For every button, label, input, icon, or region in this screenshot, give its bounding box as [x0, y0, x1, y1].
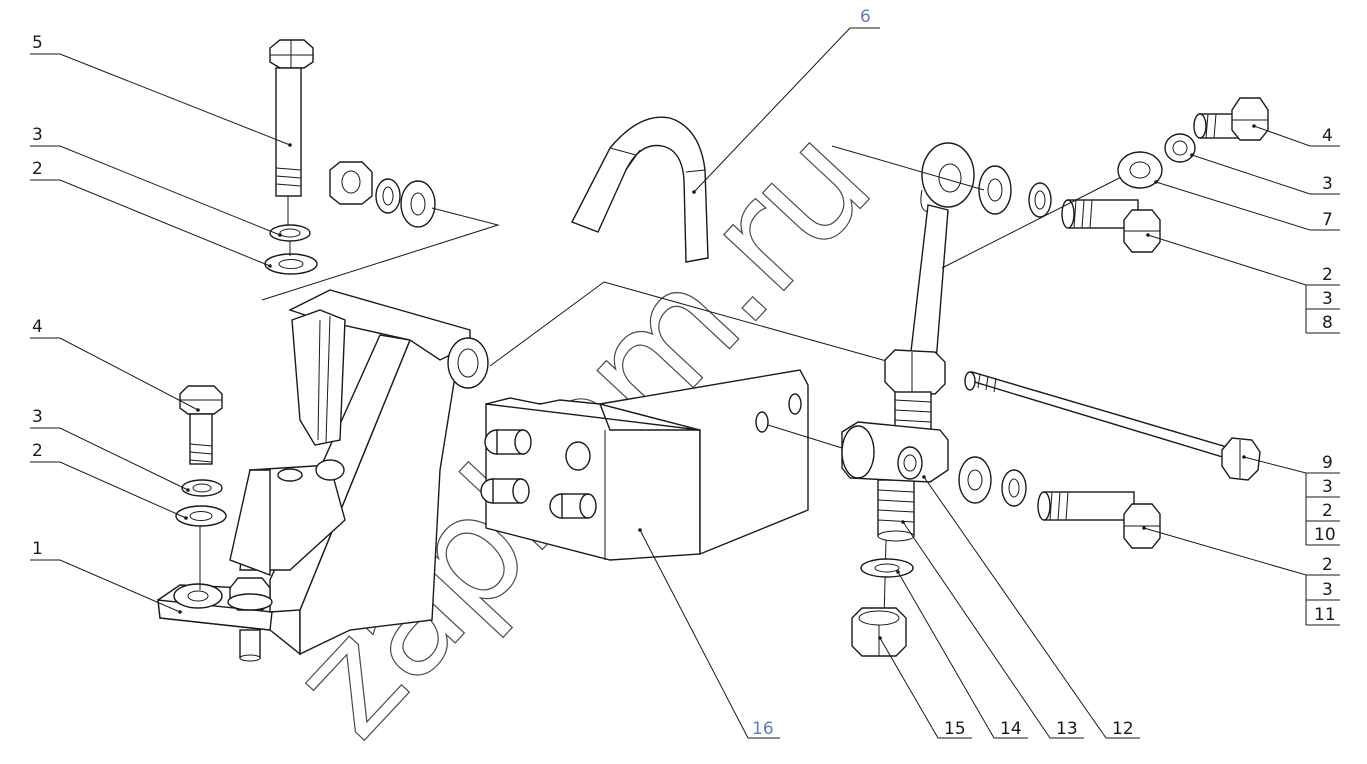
label-5: 5 — [32, 33, 43, 53]
label-15: 15 — [944, 719, 966, 739]
label-group2-3: 3 — [1322, 477, 1333, 497]
washer-7 — [1117, 151, 1163, 189]
callout-labels: 5 3 2 4 3 2 1 6 16 4 3 7 2 3 8 9 3 2 10 … — [32, 7, 1336, 739]
bolt-8 — [1061, 199, 1161, 253]
rod-eye-end — [909, 142, 975, 363]
u-strap-6 — [571, 116, 709, 263]
washer-14 — [860, 558, 914, 578]
label-4-left: 4 — [32, 317, 43, 337]
bolt-4-left — [179, 385, 223, 465]
lock-washer-3-top — [269, 224, 311, 242]
label-3-top: 3 — [32, 125, 43, 145]
leader-lines — [30, 27, 1340, 739]
washers-eye — [978, 165, 1052, 218]
washers-lower — [958, 456, 1027, 507]
nut-and-washers-top — [329, 161, 436, 228]
label-16: 16 — [752, 719, 774, 739]
label-group1-2: 2 — [1322, 265, 1333, 285]
bolt-11 — [1037, 491, 1161, 549]
lock-washer-3-right — [1164, 133, 1196, 163]
label-6: 6 — [860, 7, 871, 27]
label-group2-10: 10 — [1314, 525, 1336, 545]
label-group3-3: 3 — [1322, 580, 1333, 600]
nut-15 — [851, 607, 907, 657]
label-group3-2: 2 — [1322, 555, 1333, 575]
bolt-4-right — [1193, 97, 1269, 141]
label-2-top: 2 — [32, 159, 43, 179]
lock-washer-3-left — [181, 479, 223, 497]
long-bolt-9 — [964, 371, 1261, 481]
label-group1-8: 8 — [1322, 313, 1333, 333]
label-14: 14 — [1000, 719, 1022, 739]
flat-washer-2-top — [264, 253, 318, 275]
bolt-5 — [269, 39, 314, 228]
label-2-left: 2 — [32, 441, 43, 461]
label-3-left: 3 — [32, 407, 43, 427]
nut-on-rod — [884, 349, 946, 395]
bracket-1 — [157, 289, 489, 662]
label-7: 7 — [1322, 210, 1333, 230]
label-group2-2: 2 — [1322, 501, 1333, 521]
label-12: 12 — [1112, 719, 1134, 739]
label-group3-11: 11 — [1314, 605, 1336, 625]
label-13: 13 — [1056, 719, 1078, 739]
flat-washer-2-left — [175, 505, 227, 527]
block-16 — [480, 369, 809, 561]
label-1: 1 — [32, 539, 43, 559]
label-group1-3: 3 — [1322, 289, 1333, 309]
label-9: 9 — [1322, 453, 1333, 473]
label-4-right: 4 — [1322, 126, 1333, 146]
block-12 — [841, 421, 949, 483]
label-3-right: 3 — [1322, 174, 1333, 194]
